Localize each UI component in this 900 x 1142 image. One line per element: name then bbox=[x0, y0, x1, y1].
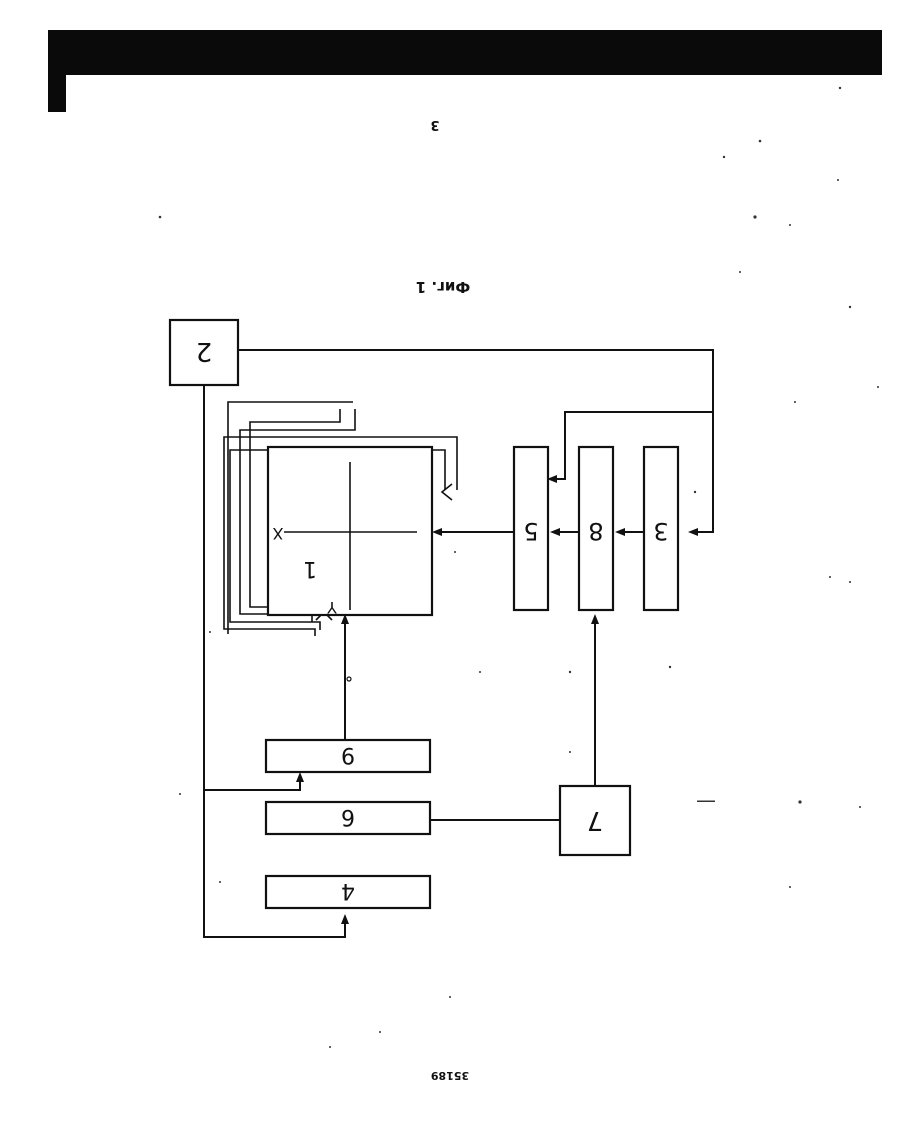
arrow-head bbox=[341, 914, 349, 924]
arrow-head bbox=[688, 528, 698, 536]
block-label: 9 bbox=[341, 742, 355, 767]
axis-label-x: X bbox=[272, 524, 283, 543]
block-1: X Y 1 bbox=[268, 447, 432, 617]
arrow-head bbox=[296, 772, 304, 782]
arrow-head bbox=[550, 528, 560, 536]
block-4: 4 bbox=[266, 876, 430, 908]
block-label: 6 bbox=[341, 804, 355, 829]
block-8: 8 bbox=[579, 447, 613, 610]
block-6: 6 bbox=[266, 802, 430, 834]
document-number: 35189 bbox=[431, 1069, 469, 1082]
arrow-head bbox=[591, 614, 599, 624]
block-label: 1 bbox=[303, 556, 317, 581]
block-2: 2 bbox=[170, 320, 238, 385]
block-label: 5 bbox=[523, 517, 538, 545]
scan-border-band bbox=[48, 30, 882, 75]
chevron-icon bbox=[442, 484, 452, 500]
arrow-head bbox=[432, 528, 442, 536]
arrow-head bbox=[615, 528, 625, 536]
block-5: 5 bbox=[514, 447, 548, 610]
block-3: 3 bbox=[644, 447, 678, 610]
block-label: 2 bbox=[196, 336, 213, 366]
page-number: 3 bbox=[430, 117, 439, 132]
connections bbox=[204, 350, 713, 937]
block-label: 8 bbox=[588, 517, 603, 545]
block-7: 7 bbox=[560, 786, 630, 855]
scan-border-tab bbox=[48, 62, 66, 112]
block-9: 9 bbox=[266, 740, 430, 772]
junction-mark bbox=[347, 677, 351, 681]
block-label: 4 bbox=[341, 878, 355, 903]
figure-caption: Фиг. 1 bbox=[416, 278, 471, 296]
block-label: 7 bbox=[587, 805, 604, 835]
axis-label-y: Y bbox=[327, 598, 338, 617]
block-label: 3 bbox=[653, 517, 668, 545]
